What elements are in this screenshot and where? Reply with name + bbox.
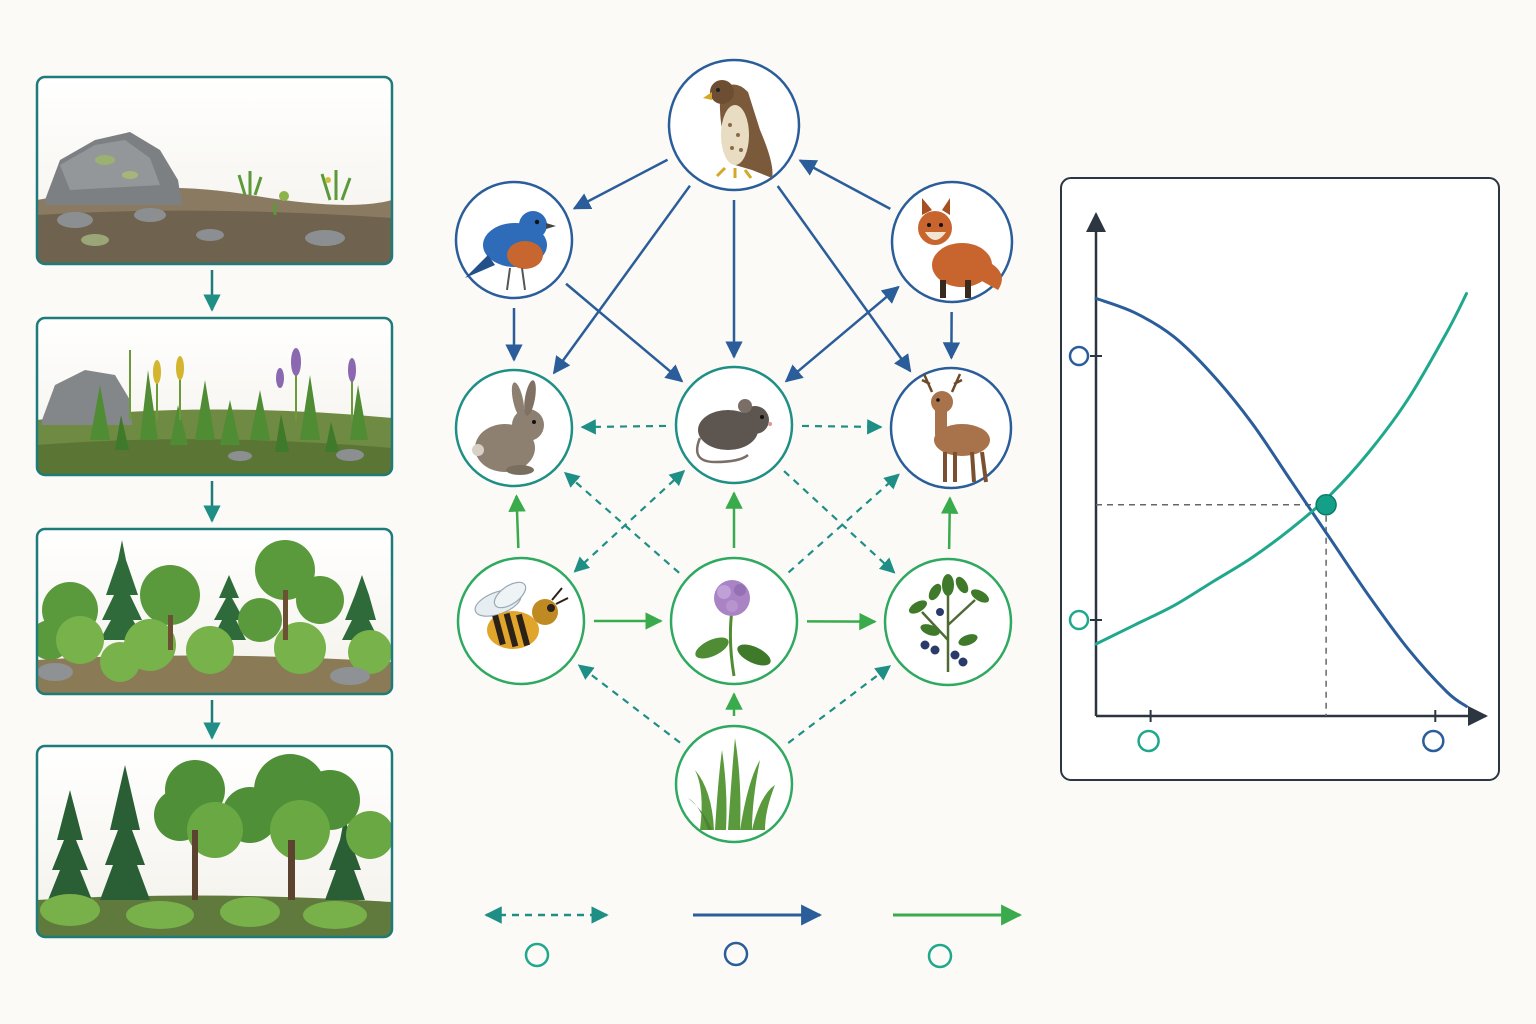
legend-item-dashed-teal <box>484 906 609 968</box>
link-grass-to-berry-shrub <box>787 665 892 744</box>
food-web-links <box>505 158 961 744</box>
link-mouse-to-bee <box>573 470 686 573</box>
legend-marker-teal <box>524 942 550 968</box>
succession-stage-bare-rock <box>35 75 394 266</box>
link-clover-to-rabbit <box>563 471 680 574</box>
node-mouse <box>674 365 794 485</box>
node-deer <box>889 366 1013 490</box>
link-mouse-to-rabbit <box>580 419 667 435</box>
node-grass <box>674 724 794 844</box>
chart-panel <box>1060 177 1500 781</box>
x-tick-marker-blue <box>1422 729 1445 753</box>
node-clover <box>669 556 799 686</box>
berry-shrub-icon <box>908 574 990 672</box>
chart-frame <box>1060 177 1500 781</box>
y-tick-marker-teal <box>1068 609 1090 631</box>
node-hawk <box>667 58 801 192</box>
food-web-legend <box>484 904 1023 969</box>
succession-column <box>35 75 394 939</box>
node-bee <box>456 556 586 686</box>
grass-icon <box>688 738 775 830</box>
link-hawk-to-rabbit <box>552 184 691 375</box>
hawk-icon <box>703 80 773 179</box>
y-tick-marker-blue <box>1068 345 1090 367</box>
series-line-1 <box>1094 296 1468 708</box>
legend-item-solid-blue <box>693 904 823 967</box>
series-line-2 <box>1094 292 1468 646</box>
chart-marks <box>1068 292 1468 753</box>
link-mouse-to-fox <box>784 285 900 383</box>
legend-marker-green <box>927 943 953 969</box>
succession-stage-mature-forest <box>35 744 394 939</box>
link-hawk-to-deer <box>776 185 912 373</box>
node-fox <box>890 180 1014 304</box>
link-grass-to-bee <box>577 664 681 744</box>
food-web <box>454 58 1014 844</box>
link-berry-shrub-to-deer <box>940 496 959 550</box>
node-rabbit <box>454 368 574 488</box>
link-hawk-to-bluebird <box>572 158 669 210</box>
intersection-point <box>1315 494 1337 516</box>
x-tick-marker-teal <box>1137 729 1160 753</box>
link-bluebird-to-mouse <box>565 282 684 383</box>
link-clover-to-deer <box>787 473 900 574</box>
succession-stage-grasses-herbs <box>35 316 394 477</box>
succession-stage-shrubs-young-trees <box>35 527 394 696</box>
node-bluebird <box>454 180 574 300</box>
bluebird-icon <box>465 211 556 291</box>
link-mouse-to-berry-shrub <box>783 470 896 574</box>
mouse-icon <box>695 399 772 464</box>
legend-item-solid-green <box>893 904 1023 969</box>
bee-icon <box>474 581 569 649</box>
link-fox-to-hawk <box>798 159 891 210</box>
legend-marker-blue <box>723 941 749 967</box>
link-bee-to-rabbit <box>508 494 526 549</box>
link-mouse-to-deer <box>801 419 883 435</box>
deer-icon <box>921 373 990 483</box>
fox-icon <box>918 198 1002 298</box>
node-berry-shrub <box>883 557 1013 687</box>
clover-flower-icon <box>695 580 771 677</box>
rabbit-icon <box>472 380 544 475</box>
